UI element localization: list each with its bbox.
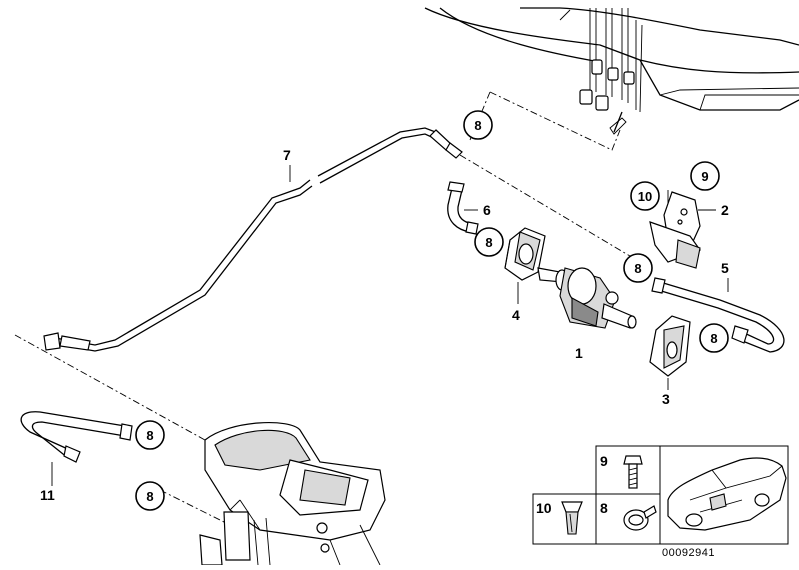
hose-clamp-icon: [623, 505, 657, 531]
hose-11: [20, 411, 133, 463]
part-label-5: 5: [721, 260, 729, 276]
legend-cell-9: [595, 445, 661, 495]
vehicle-body-outline: [424, 7, 799, 135]
callout-9: 9: [690, 161, 720, 191]
svg-text:8: 8: [474, 118, 481, 133]
fuel-pickup-tip: [613, 111, 623, 133]
fuel-pump-1: [537, 267, 637, 329]
callout-8-mid: 8: [474, 227, 504, 257]
reference-code: 00092941: [662, 547, 715, 559]
legend-label-10: 10: [536, 500, 552, 516]
connector-clip: [591, 59, 603, 75]
callout-8-center: 8: [623, 253, 653, 283]
svg-text:8: 8: [146, 489, 153, 504]
svg-text:8: 8: [710, 331, 717, 346]
hose-loop-5: [651, 277, 785, 353]
connector-clip: [595, 95, 609, 111]
part-label-11: 11: [40, 487, 55, 503]
part-label-1: 1: [575, 345, 583, 361]
bracket-3: [649, 315, 691, 377]
part-label-2: 2: [721, 202, 729, 218]
heater-unit: [199, 422, 386, 566]
part-labels: 1 2 3 4 5 6 7 11: [40, 147, 729, 503]
line-end-fitting: [43, 332, 61, 351]
legend-label-8: 8: [600, 500, 608, 516]
part-label-7: 7: [283, 147, 291, 163]
bracket-2: [649, 191, 701, 269]
callout-8-low2: 8: [135, 481, 165, 511]
svg-text:9: 9: [701, 169, 708, 184]
part-label-6: 6: [483, 202, 491, 218]
callout-8-low1: 8: [135, 420, 165, 450]
svg-text:8: 8: [146, 428, 153, 443]
elbow-hose-6: [447, 181, 479, 235]
vehicle-thumbnail: [667, 457, 787, 531]
bolt-icon: [623, 455, 643, 489]
bracket-4: [504, 227, 546, 281]
connector-clip: [607, 67, 619, 81]
part-label-3: 3: [662, 391, 670, 407]
callout-8-top: 8: [463, 110, 493, 140]
parts-legend: 9 10 8 00092941: [532, 445, 789, 559]
svg-text:8: 8: [485, 235, 492, 250]
push-clip-icon: [561, 501, 583, 535]
svg-text:8: 8: [634, 261, 641, 276]
callout-10: 10: [630, 181, 660, 211]
svg-text:10: 10: [638, 189, 652, 204]
fuel-line-7: [43, 127, 463, 352]
callout-8-right: 8: [699, 323, 729, 353]
callouts: 8 8 8 8 8 8 9 10: [135, 110, 729, 511]
connector-clip: [579, 89, 593, 105]
connector-clip: [623, 71, 635, 85]
legend-label-9: 9: [600, 453, 608, 469]
part-label-4: 4: [512, 307, 520, 323]
